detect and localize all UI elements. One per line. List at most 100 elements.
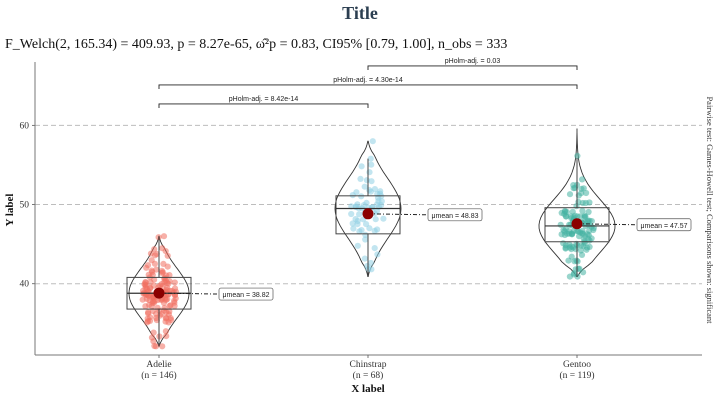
data-point: [171, 302, 178, 310]
data-point: [160, 260, 167, 267]
data-point: [380, 215, 387, 222]
mean-label: μmean = 48.83: [431, 213, 478, 220]
data-point: [171, 279, 178, 286]
data-point: [152, 343, 160, 350]
data-point: [586, 227, 593, 234]
data-point: [372, 216, 379, 223]
data-point: [368, 161, 375, 168]
data-point: [353, 203, 360, 211]
data-point: [163, 314, 170, 321]
comparison-bracket: [158, 84, 578, 89]
data-point: [143, 264, 150, 271]
data-point: [366, 169, 373, 176]
data-point: [578, 251, 586, 258]
data-point: [145, 310, 152, 317]
comparison-p-value: pHolm-adj. = 4.30e-14: [333, 77, 403, 84]
data-point: [371, 186, 378, 193]
violin-gentoo: [538, 128, 616, 278]
y-axis-label: Y label: [4, 194, 16, 227]
caption: Pairwise test: Games-Howell test; Compar…: [705, 96, 715, 324]
data-point: [377, 190, 384, 197]
data-point: [166, 287, 173, 294]
data-point: [162, 328, 169, 335]
data-point: [582, 199, 589, 207]
data-point: [563, 213, 570, 220]
y-tick-label: 60: [20, 121, 30, 131]
data-point: [367, 155, 374, 162]
chart-title: Title: [342, 3, 378, 23]
mean-marker: [153, 287, 165, 299]
y-tick-label: 50: [20, 201, 30, 211]
data-point: [566, 191, 574, 198]
data-point: [150, 329, 157, 336]
data-point: [147, 279, 154, 286]
data-point: [146, 297, 153, 304]
mean-label-box: [427, 208, 483, 222]
data-point: [361, 183, 368, 190]
x-tick-label: Chinstrap: [350, 360, 387, 370]
comparison-p-value: pHolm-adj. = 8.42e-14: [229, 96, 299, 103]
data-point: [367, 259, 374, 267]
data-point: [561, 228, 568, 235]
data-point: [373, 201, 381, 208]
data-point: [580, 185, 587, 192]
mean-connector: [576, 223, 638, 226]
data-point: [159, 343, 166, 350]
mean-connector: [158, 292, 220, 295]
data-point: [579, 207, 586, 214]
data-point: [356, 211, 363, 218]
data-point: [571, 212, 578, 219]
data-point: [349, 220, 356, 227]
data-point: [148, 334, 156, 341]
data-point: [586, 237, 593, 244]
data-point: [160, 233, 168, 240]
data-point: [360, 202, 367, 209]
data-point: [373, 208, 380, 215]
data-point: [572, 266, 579, 273]
data-point: [354, 221, 361, 228]
x-tick-label: Adelie: [146, 360, 171, 370]
mean-label: μmean = 47.57: [640, 223, 687, 230]
data-point: [362, 231, 369, 238]
data-point: [369, 138, 376, 145]
mean-label-box: [218, 287, 274, 301]
data-point: [574, 152, 581, 159]
data-point: [350, 225, 357, 232]
comparison-bracket: [158, 103, 369, 108]
data-point: [362, 236, 369, 243]
comparison-bracket: [367, 65, 578, 70]
data-point: [585, 208, 592, 216]
x-tick-count: (n = 68): [353, 370, 384, 381]
data-point: [357, 175, 364, 182]
data-point: [580, 235, 587, 243]
data-point: [578, 190, 585, 197]
data-point: [149, 268, 156, 276]
x-tick-label: Gentoo: [563, 360, 591, 370]
data-point: [562, 242, 569, 249]
data-point: [151, 246, 158, 253]
data-point: [349, 192, 356, 199]
data-point: [561, 207, 569, 214]
data-point: [584, 217, 592, 224]
data-point: [374, 251, 381, 258]
data-point: [366, 225, 373, 232]
data-point: [151, 252, 159, 259]
data-point: [358, 163, 365, 170]
x-tick-count: (n = 119): [559, 370, 594, 381]
data-point: [579, 176, 586, 183]
data-point: [566, 273, 574, 280]
mean-connector: [367, 213, 429, 216]
data-point: [574, 228, 582, 235]
y-tick-label: 40: [20, 280, 30, 290]
data-point: [568, 253, 575, 260]
data-point: [368, 178, 375, 185]
chart-subtitle: F_Welch(2, 165.34) = 409.93, p = 8.27e-6…: [5, 37, 507, 52]
data-point: [583, 189, 590, 197]
data-point: [158, 310, 165, 317]
mean-label-box: [636, 218, 692, 232]
data-point: [586, 243, 593, 250]
data-point: [162, 295, 169, 302]
data-point: [153, 317, 160, 324]
